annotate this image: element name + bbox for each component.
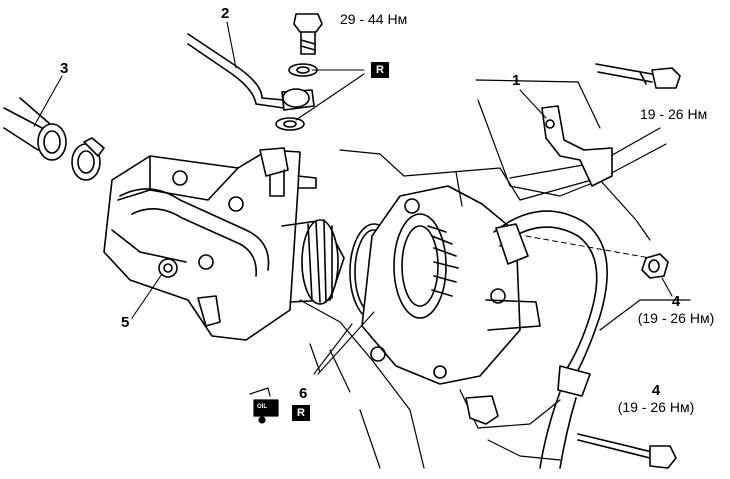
return-pipe [493,210,651,469]
torque-top-bolt: 29 - 44 Нм [340,11,408,27]
callout-4-upper-torque: (19 - 26 Нм) [637,310,715,326]
mounting-housing [361,185,541,385]
pressure-pipe [187,33,285,109]
callout-4-lower-number: 4 [651,382,661,399]
bracket-bolt [595,63,681,89]
feed-hose [3,97,67,161]
callout-4-lower-torque: (19 - 26 Нм) [617,399,695,415]
callout-3: 3 [60,60,69,77]
flange-nut [641,253,669,279]
drive-gear [301,219,339,305]
leader-lines [33,21,673,375]
oil-can-label: OIL [257,404,267,410]
callout-4-lower: 4 (19 - 26 Нм) [602,382,710,416]
oil-can-icon [249,387,279,424]
callout-6: 6 [299,385,308,402]
eye-bolt [293,13,323,55]
replace-badge-oil: R [292,405,310,421]
hose-clamp [71,137,105,181]
bracket [541,105,613,187]
callout-4-upper-number: 4 [671,293,681,310]
replace-badge-top: R [371,62,389,78]
torque-bracket-bolt: 19 - 26 Нм [640,106,708,122]
callout-5: 5 [121,314,130,331]
callout-1: 1 [512,72,521,89]
washers [275,63,318,131]
callout-4-upper: 4 (19 - 26 Нм) [622,293,730,327]
pump-body [103,147,345,341]
callout-2: 2 [221,5,230,22]
long-bolt [465,395,677,469]
